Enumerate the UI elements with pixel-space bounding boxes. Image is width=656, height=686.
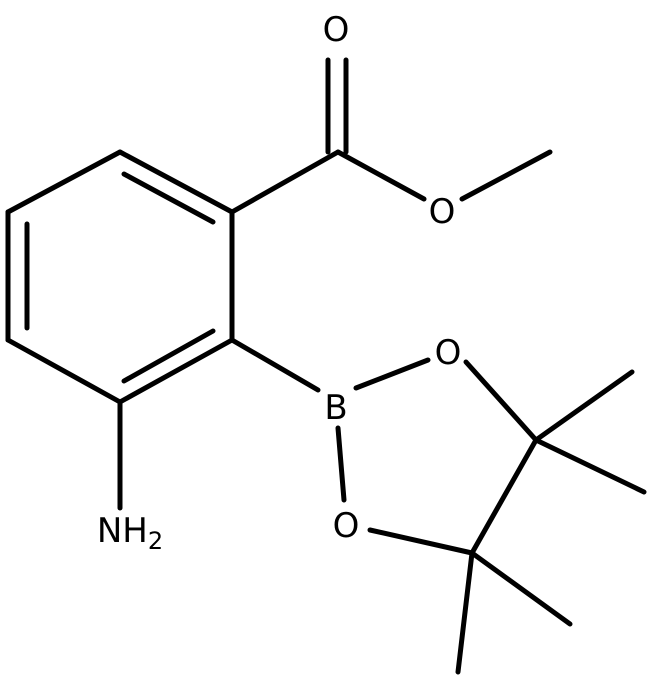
bond-ring-bottom-right [117,337,235,405]
bond-ring-to-boron [229,337,321,393]
bond-ester-oxygen-to-methyl [459,149,553,202]
bond-carbonyl-to-ester-oxygen [335,149,427,202]
ring-oxygen-bottom-label: O [333,506,360,546]
bond-methyl-lower-1 [469,550,573,627]
bond-boron-to-oxygen-bottom [335,425,347,503]
amine-subscript: 2 [148,527,163,555]
bond-methyl-upper-1 [533,369,635,443]
bond-ring-inner-top [121,171,216,225]
bond-ring-inner-bottom [121,328,216,384]
bond-ring-top-left [5,149,123,215]
carbonyl-oxygen-label: O [323,10,350,50]
bond-oxygen-top-to-quaternary-carbon [463,359,539,443]
methyl-ester-group: O O [229,10,553,232]
bond-oxygen-bottom-to-quaternary-carbon [367,527,475,556]
amino-group: NH2 [97,399,163,555]
amine-label: NH2 [97,511,163,555]
ring-oxygen-top-label: O [435,333,462,373]
benzene-ring [5,149,235,405]
bond-boron-to-oxygen-top [353,357,431,391]
bond-methyl-lower-2 [455,550,475,675]
bond-ring-bottom-left [5,337,123,405]
ester-oxygen-label: O [429,192,456,232]
bond-methyl-upper-2 [533,437,647,495]
amine-main-text: NH [97,511,148,551]
pinacol-boronate-group: B O O [229,333,647,675]
bond-ring-top-right [117,149,235,215]
bond-ring-to-carbonyl [229,149,341,215]
bond-quaternary-carbons [469,437,539,556]
boron-label: B [324,388,347,428]
